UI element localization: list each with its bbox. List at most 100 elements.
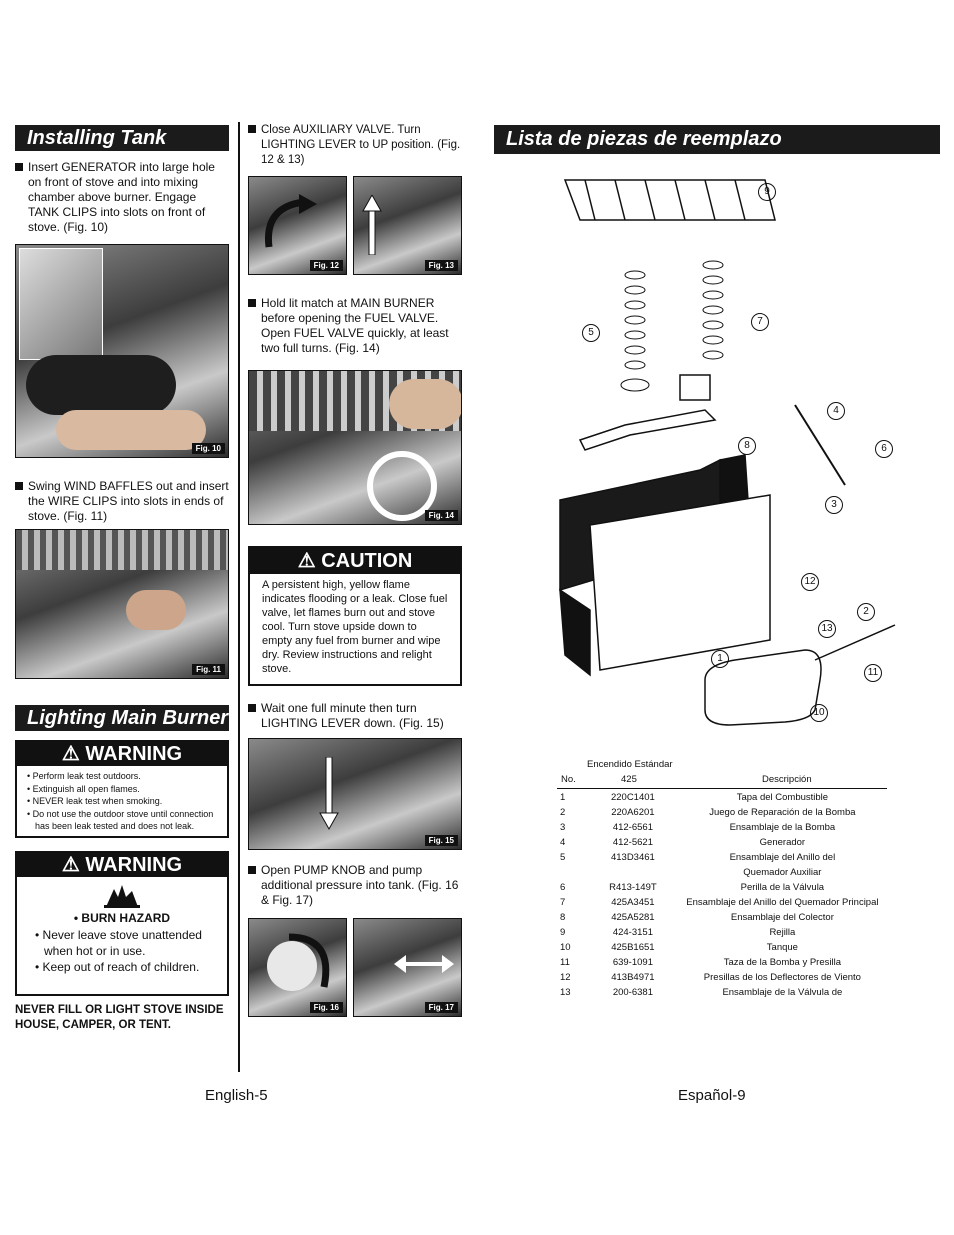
table-cell-part: 220C1401: [610, 792, 655, 803]
lighting-step-1: Close AUXILIARY VALVE. Turn LIGHTING LEV…: [248, 123, 462, 168]
table-cell-desc: Ensamblaje del Anillo del: [729, 852, 836, 863]
table-cell-desc: Tanque: [766, 942, 798, 953]
list-item: • Do not use the outdoor stove until con…: [27, 808, 214, 832]
table-row: 13 200-6381 Ensamblaje de la Válvula de: [558, 985, 888, 1000]
table-cell-no: 1: [560, 792, 566, 803]
table-cell-part: 639-1091: [612, 957, 653, 968]
lighting-main-burner-title: Lighting Main Burner: [15, 705, 229, 731]
table-cell-desc: Juego de Reparación de la Bomba: [709, 807, 856, 818]
warning-box-burn-hazard: ⚠ WARNING • BURN HAZARD • Never leave st…: [15, 851, 229, 996]
table-cell-no: 13: [560, 987, 571, 998]
warning-box-leak-test: ⚠ WARNING • Perform leak test outdoors. …: [15, 740, 229, 838]
callout-6: 6: [875, 440, 893, 458]
warning-triangle-icon: ⚠: [61, 743, 80, 765]
bullet-square-icon: [248, 299, 256, 307]
parts-list-title: Lista de piezas de reemplazo: [494, 125, 940, 154]
model-label: Encendido Estándar: [587, 759, 673, 770]
table-cell-part: 413B4971: [611, 972, 655, 983]
column-divider: [238, 122, 240, 1072]
figure-15-label: Fig. 15: [424, 835, 458, 846]
install-step-2: Swing WIND BAFFLES out and insert the WI…: [15, 479, 229, 524]
table-row: 5 413D3461 Ensamblaje del Anillo del: [558, 850, 888, 865]
lighting-step-3: Wait one full minute then turn LIGHTING …: [248, 701, 462, 731]
table-cell-part: R413-149T: [609, 882, 657, 893]
figure-17-label: Fig. 17: [424, 1002, 458, 1013]
table-header-desc: Descripción: [762, 774, 812, 785]
warning-triangle-icon: ⚠: [61, 854, 80, 876]
table-header-rule: [557, 788, 887, 789]
table-row: Quemador Auxiliar: [558, 865, 888, 880]
table-cell-no: 5: [560, 852, 566, 863]
caution-header: ⚠ CAUTION: [250, 548, 460, 574]
figure-10-photo: Fig. 10: [15, 244, 229, 458]
table-cell-part: 425A3451: [611, 897, 655, 908]
callout-9: 9: [758, 183, 776, 201]
table-cell-desc: Ensamblaje del Colector: [730, 912, 834, 923]
table-row: 10 425B1651 Tanque: [558, 940, 888, 955]
table-cell-part: 425B1651: [611, 942, 655, 953]
bullet-square-icon: [15, 482, 23, 490]
burn-hazard-label: • BURN HAZARD: [73, 911, 171, 925]
callout-10: 10: [810, 704, 828, 722]
table-header-no: No.: [561, 774, 576, 785]
list-item: • Extinguish all open flames.: [27, 783, 140, 794]
table-cell-part: 200-6381: [612, 987, 653, 998]
never-fill-notice: NEVER FILL OR LIGHT STOVE INSIDE HOUSE, …: [15, 1004, 224, 1031]
figure-13-photo: Fig. 13: [353, 176, 462, 275]
burner-ring-stack-large: [702, 260, 724, 360]
stove-body: [559, 454, 771, 677]
caution-body: A persistent high, yellow flame indicate…: [262, 579, 448, 675]
figure-12-photo: Fig. 12: [248, 176, 347, 275]
figure-11-photo: Fig. 11: [15, 529, 229, 679]
callout-12: 12: [801, 573, 819, 591]
table-cell-part: 412-6561: [612, 822, 653, 833]
callout-8: 8: [738, 437, 756, 455]
bullet-square-icon: [248, 866, 256, 874]
callout-5: 5: [582, 324, 600, 342]
burn-hazard-item: • Keep out of reach of children.: [35, 960, 200, 974]
table-cell-part: [589, 865, 677, 880]
generator-part: [794, 404, 846, 486]
callout-3: 3: [825, 496, 843, 514]
table-cell-no: 4: [560, 837, 566, 848]
table-cell-desc: Rejilla: [769, 927, 796, 938]
table-row: 7 425A3451 Ensamblaje del Anillo del Quema…: [558, 895, 888, 910]
table-cell-part: 413D3461: [610, 852, 655, 863]
table-cell-desc: Ensamblaje del Anillo del Quemador Princ…: [686, 897, 879, 908]
grate-part: [563, 179, 776, 221]
table-cell-no: 8: [560, 912, 566, 923]
warning-header: ⚠ WARNING: [17, 742, 227, 766]
figure-16-photo: Fig. 16: [248, 918, 347, 1017]
table-cell-no: 9: [560, 927, 566, 938]
list-item: • Perform leak test outdoors.: [27, 771, 141, 781]
burn-hazard-icon: [102, 883, 142, 909]
figure-13-label: Fig. 13: [424, 260, 458, 271]
figure-12-label: Fig. 12: [309, 260, 343, 271]
table-cell-no: 7: [560, 897, 566, 908]
figure-11-label: Fig. 11: [192, 664, 225, 675]
installing-tank-title: Installing Tank: [15, 125, 229, 151]
table-cell-no: 6: [560, 882, 566, 893]
figure-14-photo: Fig. 14: [248, 370, 462, 525]
footer-english: English-5: [205, 1087, 268, 1104]
figure-15-photo: Fig. 15: [248, 738, 462, 850]
callout-4: 4: [827, 402, 845, 420]
table-cell-no: 12: [560, 972, 571, 983]
table-cell-no: [558, 865, 589, 880]
table-cell-desc: Ensamblaje de la Válvula de: [722, 987, 843, 998]
table-cell-no: 2: [560, 807, 566, 818]
warning-list: • Perform leak test outdoors. • Extingui…: [17, 766, 227, 837]
bullet-square-icon: [15, 163, 23, 171]
table-cell-no: 10: [560, 942, 571, 953]
figure-17-photo: Fig. 17: [353, 918, 462, 1017]
callout-13: 13: [818, 620, 836, 638]
model-number: 425: [621, 774, 637, 785]
